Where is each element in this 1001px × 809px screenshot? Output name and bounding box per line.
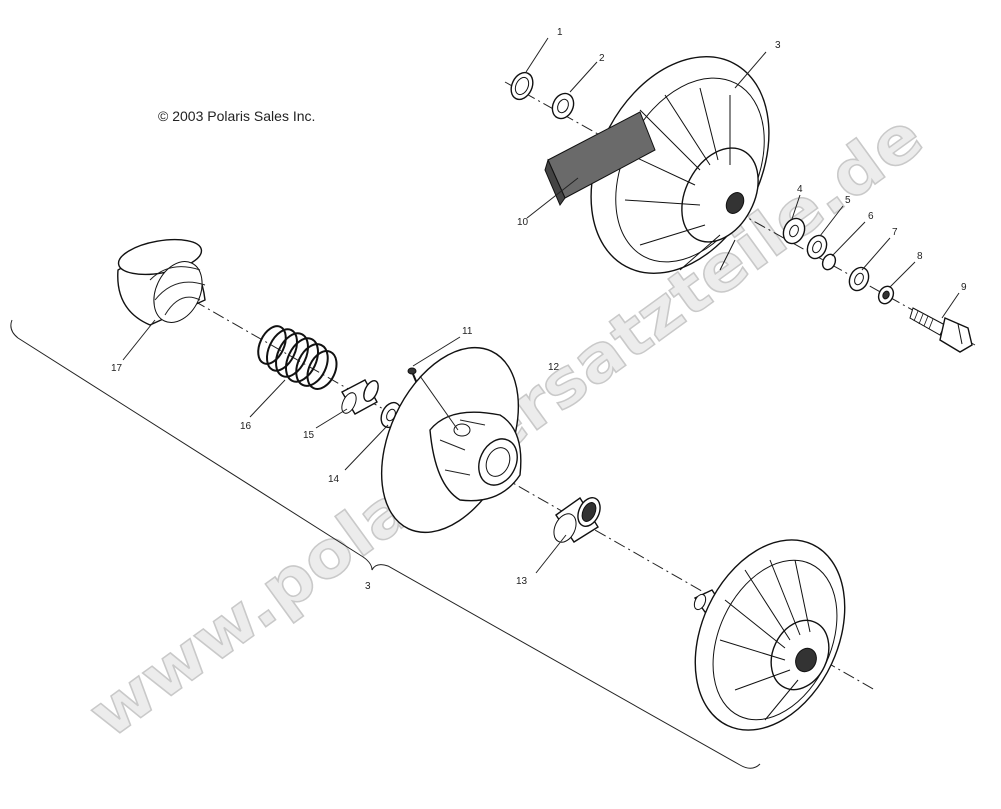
callout-4: 4 <box>797 184 803 195</box>
part-10-belt <box>544 111 656 207</box>
callout-17: 17 <box>111 363 123 374</box>
part-6-clip <box>821 253 837 271</box>
part-13-bushing <box>553 496 601 543</box>
callout-7: 7 <box>892 227 898 238</box>
callout-6: 6 <box>868 211 874 222</box>
callout-13: 13 <box>516 576 528 587</box>
part-5-washer <box>806 234 828 260</box>
callout-14: 14 <box>328 474 340 485</box>
callout-3-top: 3 <box>775 40 781 51</box>
callout-12: 12 <box>548 362 560 373</box>
callout-15: 15 <box>303 430 315 441</box>
part-1-ring <box>510 71 534 101</box>
callout-11: 11 <box>462 326 473 337</box>
callout-10: 10 <box>517 217 529 228</box>
part-9-bolt <box>909 307 973 353</box>
part-16-spring <box>257 325 338 390</box>
part-7-washer <box>848 266 870 292</box>
part-15-bushing <box>341 379 379 415</box>
leader-lines <box>122 37 960 574</box>
part-17-cover <box>117 238 206 326</box>
lower-sheave <box>693 539 846 731</box>
callout-8: 8 <box>917 251 923 262</box>
copyright-text: © 2003 Polaris Sales Inc. <box>158 108 315 124</box>
part-12-moveable-sheave <box>380 346 522 534</box>
callout-3-bracket: 3 <box>365 581 371 592</box>
part-2-washer <box>551 92 575 120</box>
assembly-bracket <box>10 319 761 769</box>
part-3-sheave <box>590 56 770 274</box>
part-4-washer <box>782 217 806 245</box>
callout-16: 16 <box>240 421 252 432</box>
callout-9: 9 <box>961 282 967 293</box>
part-8-nut <box>877 285 895 305</box>
callout-2: 2 <box>599 53 605 64</box>
callouts: 1 2 3 4 5 6 7 8 9 10 11 12 13 14 15 16 1… <box>111 27 967 592</box>
callout-5: 5 <box>845 195 851 206</box>
callout-1: 1 <box>557 27 563 38</box>
